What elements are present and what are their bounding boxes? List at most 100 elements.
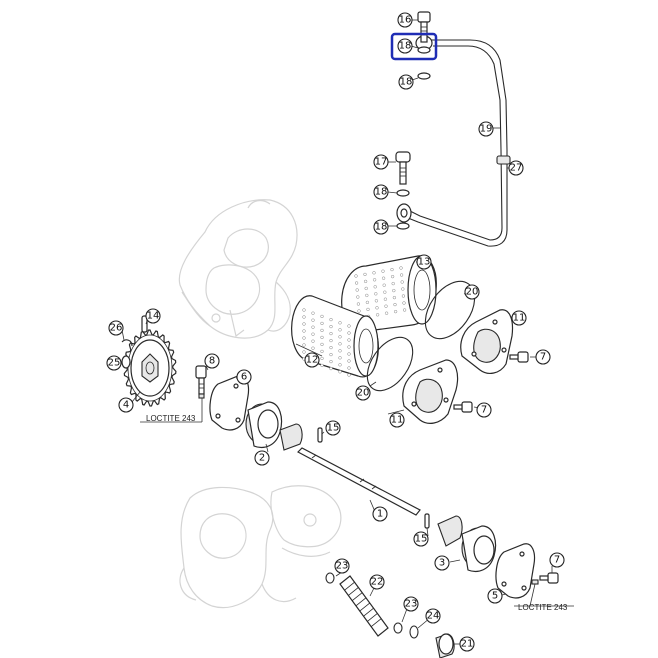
pin-14 xyxy=(141,315,148,333)
callout-25[interactable]: 25 xyxy=(106,355,122,371)
pump-cover-6 xyxy=(209,375,250,431)
pump-rotor-3 xyxy=(437,515,497,573)
callout-11-a[interactable]: 11 xyxy=(511,310,527,326)
sealing-washer-18-d xyxy=(396,222,410,230)
pump-shaft-1 xyxy=(297,447,421,516)
callout-4[interactable]: 4 xyxy=(118,397,134,413)
svg-text:8: 8 xyxy=(209,356,215,367)
callout-23-a[interactable]: 23 xyxy=(334,558,350,574)
callout-14[interactable]: 14 xyxy=(145,308,161,324)
callout-16[interactable]: 16 xyxy=(397,12,413,28)
callout-7-b[interactable]: 7 xyxy=(476,402,492,418)
bolt-7-c xyxy=(539,572,559,584)
svg-text:15: 15 xyxy=(327,423,340,434)
filter-cover-11-a xyxy=(460,309,514,374)
sealing-washer-18-a xyxy=(417,46,431,54)
svg-text:18: 18 xyxy=(375,222,388,233)
svg-text:18: 18 xyxy=(399,41,412,52)
svg-text:7: 7 xyxy=(481,405,487,416)
callout-5[interactable]: 5 xyxy=(487,588,503,604)
svg-text:18: 18 xyxy=(375,187,388,198)
svg-text:7: 7 xyxy=(540,352,546,363)
callout-11-b[interactable]: 11 xyxy=(389,412,405,428)
callout-8[interactable]: 8 xyxy=(204,353,220,369)
o-ring-23-b xyxy=(393,622,403,634)
callout-20-a[interactable]: 20 xyxy=(464,284,480,300)
o-ring-23-a xyxy=(325,572,335,584)
sealing-washer-18-c xyxy=(396,189,410,197)
callout-18-highlighted[interactable]: 18 xyxy=(397,38,413,54)
o-ring-24 xyxy=(409,625,419,639)
callout-22[interactable]: 22 xyxy=(369,574,385,590)
svg-text:21: 21 xyxy=(461,639,474,650)
callout-15-b[interactable]: 15 xyxy=(413,531,429,547)
callout-24[interactable]: 24 xyxy=(425,608,441,624)
callout-19[interactable]: 19 xyxy=(478,121,494,137)
callout-26[interactable]: 26 xyxy=(108,320,124,336)
callout-2[interactable]: 2 xyxy=(254,450,270,466)
callout-15-a[interactable]: 15 xyxy=(325,420,341,436)
callout-18-d[interactable]: 18 xyxy=(373,219,389,235)
screw-loctite-2 xyxy=(531,579,539,585)
pump-cover-5 xyxy=(495,543,536,599)
shaft-22 xyxy=(339,575,389,637)
pump-rotor-2 xyxy=(245,401,303,451)
loctite-note-2: LOCTITE 243 xyxy=(518,603,568,612)
svg-text:15: 15 xyxy=(415,534,428,545)
pin-15-a xyxy=(317,427,323,443)
svg-text:26: 26 xyxy=(110,323,123,334)
o-ring-20-a xyxy=(424,280,476,340)
svg-text:2: 2 xyxy=(259,453,265,464)
selection-highlight-box xyxy=(390,32,438,61)
svg-text:3: 3 xyxy=(439,558,445,569)
callout-23-b[interactable]: 23 xyxy=(403,596,419,612)
svg-text:20: 20 xyxy=(357,388,370,399)
filter-cover-11-b xyxy=(402,359,459,424)
svg-text:22: 22 xyxy=(371,577,384,588)
callout-13[interactable]: 13 xyxy=(416,254,432,270)
svg-text:18: 18 xyxy=(400,77,413,88)
callout-6[interactable]: 6 xyxy=(236,369,252,385)
svg-text:23: 23 xyxy=(336,561,349,572)
pump-drive-gear-4 xyxy=(123,329,177,407)
callout-3[interactable]: 3 xyxy=(434,555,450,571)
circlip-26 xyxy=(121,339,133,347)
o-ring-20-b xyxy=(366,336,414,392)
svg-text:1: 1 xyxy=(377,509,383,520)
svg-text:11: 11 xyxy=(391,415,404,426)
callout-18-b[interactable]: 18 xyxy=(398,74,414,90)
svg-text:11: 11 xyxy=(513,313,526,324)
svg-text:5: 5 xyxy=(492,591,498,602)
callout-17[interactable]: 17 xyxy=(373,154,389,170)
svg-text:4: 4 xyxy=(123,400,129,411)
engine-case-outline-lower xyxy=(179,485,342,609)
svg-text:14: 14 xyxy=(147,311,160,322)
svg-text:27: 27 xyxy=(510,163,523,174)
plug-21 xyxy=(435,633,455,658)
svg-text:23: 23 xyxy=(405,599,418,610)
screw-8 xyxy=(195,365,207,399)
bolt-7-b xyxy=(453,401,473,413)
svg-text:16: 16 xyxy=(399,15,412,26)
callout-27[interactable]: 27 xyxy=(508,160,524,176)
pin-15-b xyxy=(424,513,430,529)
callout-21[interactable]: 21 xyxy=(459,636,475,652)
callout-18-c[interactable]: 18 xyxy=(373,184,389,200)
callout-12[interactable]: 12 xyxy=(304,352,320,368)
engine-case-outline-upper xyxy=(178,199,298,339)
callout-7-c[interactable]: 7 xyxy=(549,552,565,568)
svg-text:7: 7 xyxy=(554,555,560,566)
svg-text:25: 25 xyxy=(108,358,121,369)
svg-text:13: 13 xyxy=(418,257,431,268)
loctite-note-1: LOCTITE 243 xyxy=(146,414,196,423)
line-sleeve xyxy=(496,155,511,165)
svg-text:6: 6 xyxy=(241,372,247,383)
banjo-bolt-17 xyxy=(395,151,411,185)
bolt-7-a xyxy=(509,351,529,363)
callout-1[interactable]: 1 xyxy=(372,506,388,522)
leader-lines xyxy=(120,19,574,645)
svg-text:17: 17 xyxy=(375,157,388,168)
callout-7-a[interactable]: 7 xyxy=(535,349,551,365)
callout-20-b[interactable]: 20 xyxy=(355,385,371,401)
